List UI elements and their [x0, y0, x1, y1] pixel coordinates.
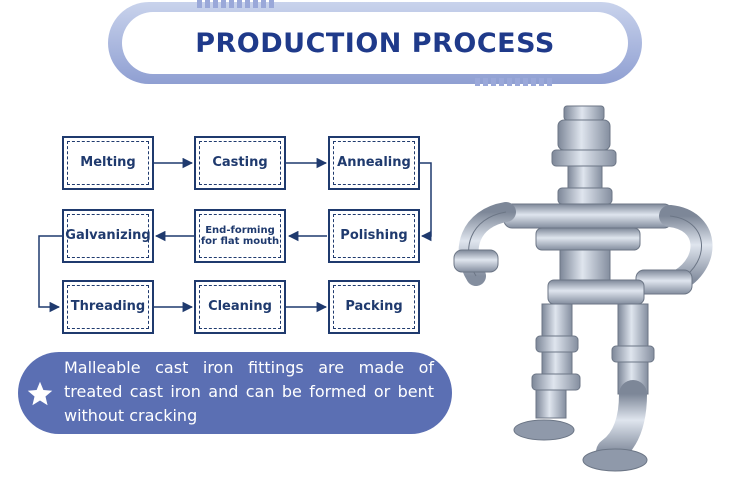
page-title: PRODUCTION PROCESS — [195, 27, 555, 59]
note-panel — [18, 352, 452, 434]
step-label: Casting — [212, 154, 268, 170]
step-label: Threading — [70, 298, 146, 314]
step-melting: Melting — [62, 136, 154, 190]
banner-inner — [122, 12, 628, 74]
step-label: Galvanizing — [65, 227, 151, 243]
pipe-fitting-robot-illustration — [453, 105, 713, 472]
step-cleaning: Cleaning — [194, 280, 286, 334]
step-casting: Casting — [194, 136, 286, 190]
step-packing: Packing — [328, 280, 420, 334]
step-label: End-forming for flat mouth — [200, 224, 280, 248]
star-icon — [27, 381, 53, 406]
arrow-annealing-polishing — [420, 162, 432, 242]
step-annealing: Annealing — [328, 136, 420, 190]
step-label: Annealing — [337, 154, 411, 170]
step-end-forming: End-forming for flat mouth — [194, 209, 286, 263]
step-threading: Threading — [62, 280, 154, 334]
step-label: Cleaning — [208, 298, 272, 314]
step-label: Melting — [80, 154, 136, 170]
note-text: Malleable cast iron fittings are made of… — [64, 358, 434, 425]
arrow-galvanizing-threading — [38, 235, 62, 313]
banner-stripes-bottom — [475, 78, 552, 86]
step-label: Packing — [345, 298, 403, 314]
step-label: Polishing — [340, 227, 408, 243]
banner-stripes-top — [197, 0, 274, 8]
step-galvanizing: Galvanizing — [62, 209, 154, 263]
step-polishing: Polishing — [328, 209, 420, 263]
